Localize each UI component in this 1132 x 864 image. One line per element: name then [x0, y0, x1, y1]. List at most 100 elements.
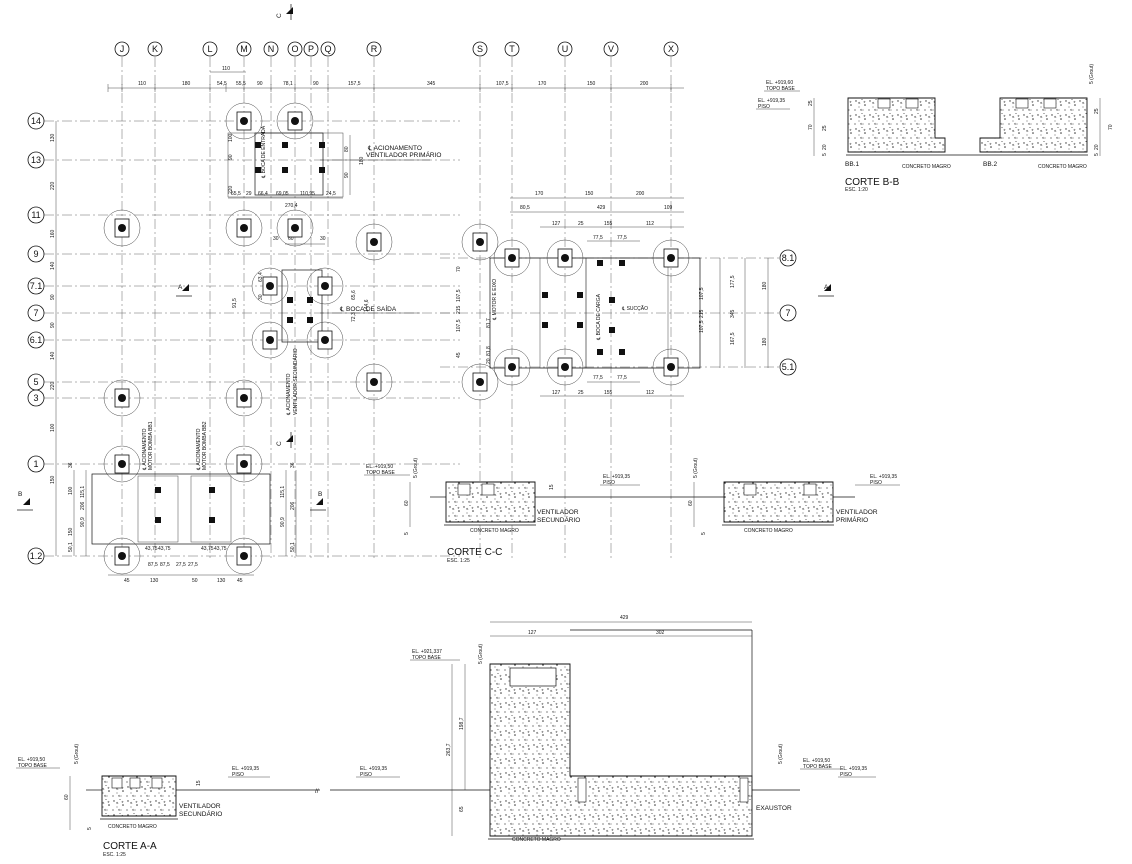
- axis-label-J: J: [120, 44, 125, 54]
- svg-text:PISO: PISO: [360, 772, 372, 778]
- svg-text:263,7: 263,7: [446, 743, 452, 756]
- label-primary-2: PRIMÁRIO: [836, 515, 868, 524]
- anchor-bolt-9: [266, 336, 274, 344]
- anchor-ring-1: [276, 102, 314, 140]
- exh-top-0: 170: [535, 191, 544, 197]
- svg-text:20: 20: [1094, 144, 1100, 150]
- right-axis-label-8.1: 8.1: [782, 253, 795, 263]
- anchor-bolt-22: [240, 460, 248, 468]
- anchor-bolt-3: [240, 224, 248, 232]
- anchor-ring-0: [225, 102, 263, 140]
- suction-label: ℄ SUCÇÃO: [621, 305, 648, 312]
- svg-text:EL. +919,35: EL. +919,35: [758, 98, 785, 104]
- svg-text:TOPO BASE: TOPO BASE: [803, 764, 832, 770]
- axis-label-M: M: [240, 44, 248, 54]
- primary-left-dim-1: 220: [228, 185, 234, 194]
- bolt-11: [577, 292, 583, 298]
- axis-bubble-K: [147, 41, 163, 57]
- sec-bottom-3: 130: [217, 578, 226, 584]
- exh-left2-1: 81,8: [486, 346, 492, 356]
- left-dim-1: 220: [50, 181, 56, 190]
- exh-right-0: 107,5: [699, 287, 705, 300]
- top-dim-2: 54,5: [217, 81, 227, 87]
- exh-bottom-0: 127: [552, 390, 561, 396]
- svg-text:EL. +919,35: EL. +919,35: [603, 474, 630, 480]
- svg-text:B: B: [18, 491, 22, 498]
- outlet-label: ℄ BOCA DE SAÍDA: [339, 304, 397, 313]
- svg-text:EL. +919,35: EL. +919,35: [840, 766, 867, 772]
- anchor-ring-23: [103, 537, 141, 575]
- axis-label-P: P: [308, 44, 314, 54]
- motor-label: ℄ MOTOR E EIXO: [492, 279, 498, 321]
- svg-text:PISO: PISO: [840, 772, 852, 778]
- pump-bb2-label-2: MOTOR BOMBA BB2: [202, 421, 208, 470]
- secondary-pump-block: 3610015050,1206115,190,936115,190,950,12…: [68, 421, 297, 584]
- axis-bubble-14: [27, 112, 45, 130]
- axis-bubble-3: [27, 389, 45, 407]
- anchor-ring-4: [276, 209, 314, 247]
- sec-bottom-2: 50: [192, 578, 198, 584]
- svg-text:25: 25: [822, 125, 828, 131]
- primary-dim-5: 24,5: [326, 191, 336, 197]
- outlet-top-dim-0: 30: [273, 236, 279, 242]
- right-axis-label-7: 7: [785, 308, 790, 318]
- sec-left-3: 50,1: [68, 542, 74, 552]
- axis-bubble-6.1: [27, 331, 45, 349]
- exh-bottom2-0: 77,5: [593, 375, 603, 381]
- sec-left2-2: 90,9: [80, 517, 86, 527]
- axis-label-7.1: 7.1: [30, 281, 43, 291]
- bolt-22: [209, 487, 215, 493]
- exh-left2-2: 20: [486, 358, 492, 364]
- bolt-7: [307, 297, 313, 303]
- anchor-bolt-23: [118, 552, 126, 560]
- top-dim-5: 78,1: [283, 81, 293, 87]
- axis-bubble-O: [287, 41, 303, 57]
- svg-text:60: 60: [64, 794, 70, 800]
- left-dim-2: 160: [50, 229, 56, 238]
- svg-text:5: 5: [404, 532, 410, 535]
- anchor-bolt-11: [508, 254, 516, 262]
- svg-text:127: 127: [528, 630, 537, 636]
- svg-text:5 (Grout): 5 (Grout): [778, 744, 784, 764]
- anchor-bolt-12: [561, 254, 569, 262]
- top-dim-12: 200: [640, 81, 649, 87]
- anchor-ring-2: [103, 209, 141, 247]
- axis-label-Q: Q: [324, 44, 331, 54]
- sec-right-0: 36: [290, 462, 296, 468]
- sec-left-0: 36: [68, 462, 74, 468]
- left-dim-5: 90: [50, 322, 56, 328]
- exh-inner-1: 25: [578, 221, 584, 227]
- svg-text:302: 302: [656, 630, 665, 636]
- bolt-6: [287, 297, 293, 303]
- primary-fan-label-2: VENTILADOR PRIMÁRIO: [366, 150, 441, 159]
- sec-inner-5: 27,5: [188, 562, 198, 568]
- exh-inner-2: 155: [604, 221, 613, 227]
- svg-text:BB.1: BB.1: [845, 161, 859, 168]
- svg-text:A: A: [824, 284, 829, 291]
- axis-label-L: L: [207, 44, 212, 54]
- left-dim-8: 100: [50, 423, 56, 432]
- exh-inner-3: 112: [646, 221, 654, 227]
- anchor-bolt-1: [291, 117, 299, 125]
- anchor-bolt-19: [118, 394, 126, 402]
- exh-bottom2-1: 77,5: [617, 375, 627, 381]
- sec-right-2: 90,9: [280, 517, 286, 527]
- anchor-ring-22: [225, 445, 263, 483]
- svg-text:180: 180: [359, 156, 365, 165]
- svg-text:15: 15: [196, 780, 202, 786]
- svg-text:C: C: [276, 441, 283, 446]
- axis-bubble-R: [366, 41, 382, 57]
- bolt-23: [209, 517, 215, 523]
- axis-bubble-S: [472, 41, 488, 57]
- svg-text:TOPO BASE: TOPO BASE: [366, 470, 395, 476]
- svg-text:5: 5: [1094, 153, 1100, 156]
- svg-text:PISO: PISO: [603, 480, 615, 486]
- anchor-ring-14: [493, 348, 531, 386]
- inlet-label: ℄ BOCA DE ENTRADA: [261, 125, 267, 179]
- anchor-bolt-4: [291, 224, 299, 232]
- axis-label-13: 13: [31, 155, 41, 165]
- outlet-top-dim-1: 60: [288, 236, 294, 242]
- sec-left-2: 150: [68, 527, 74, 536]
